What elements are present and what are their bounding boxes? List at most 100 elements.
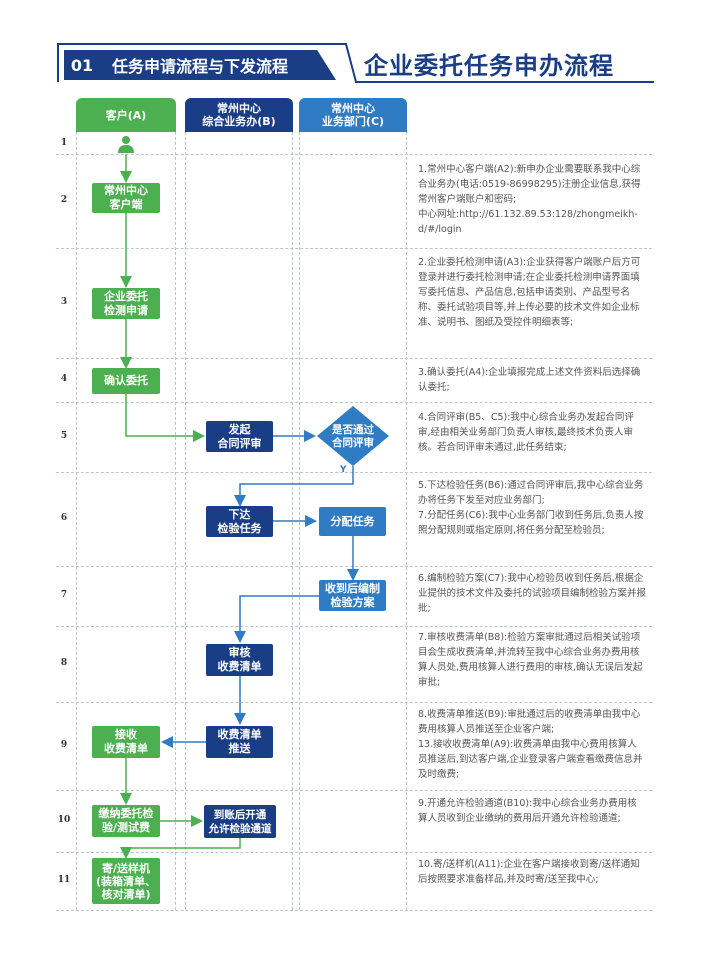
- description-text: 5.下达检验任务(B6):通过合同评审后,我中心综合业务办将任务下发至对应业务部…: [418, 480, 644, 506]
- header-frame: [57, 43, 654, 83]
- description-text: 中心网址:http://61.132.89.53:128/zhongmeikh-…: [418, 209, 638, 235]
- node-text: 缴纳委托检: [98, 807, 154, 820]
- row-number: 11: [57, 875, 71, 885]
- node-text: 允许检验通道: [208, 822, 272, 835]
- row-number: 9: [60, 740, 68, 750]
- node-text: 发起: [228, 422, 251, 436]
- row-number: 2: [60, 195, 68, 205]
- lane-header-office-line2: 综合业务办(B): [202, 115, 276, 128]
- node-issue-task: 下达 检验任务: [206, 506, 273, 537]
- section-title: 任务申请流程与下发流程: [100, 50, 336, 80]
- node-text: 检测申请: [104, 303, 148, 317]
- step-description-row-10: 9.开通允许检验通道(B10):我中心综合业务办费用核算人员收到企业缴纳的费用后…: [418, 796, 646, 826]
- description-text: 2.企业委托检测申请(A3):企业获得客户端账户后方可登录并进行委托检测申请;在…: [418, 257, 641, 328]
- node-text: 收费清单: [217, 728, 262, 741]
- decision-yes-label: Y: [340, 465, 347, 475]
- node-text: 分配任务: [330, 514, 375, 528]
- node-text: 下达: [228, 507, 251, 521]
- arrow-confirm-to-review: [125, 394, 205, 442]
- description-text: 9.开通允许检验通道(B10):我中心综合业务办费用核算人员收到企业缴纳的费用后…: [418, 798, 637, 824]
- lane-header-dept-line1: 常州中心: [331, 102, 375, 115]
- row-divider: [56, 626, 652, 627]
- row-divider: [56, 790, 652, 791]
- row-number: 6: [60, 513, 68, 523]
- description-text: 1.常州中心客户端(A2):新申办企业需要联系我中心综合业务办(电话:0519-…: [418, 164, 641, 205]
- row-number: 5: [60, 431, 68, 441]
- node-text: 确认委托: [104, 374, 148, 387]
- row-divider: [56, 852, 652, 853]
- step-description-row-9: 8.收费清单推送(B9):审批通过后的收费清单由我中心费用核算人员推送至企业客户…: [418, 707, 646, 782]
- row-divider: [56, 566, 652, 567]
- node-plan: 收到后编制 检验方案: [319, 580, 386, 611]
- row-divider: [56, 910, 652, 911]
- node-text: 推送: [228, 742, 251, 755]
- node-confirm: 确认委托: [92, 368, 160, 394]
- row-number: 7: [60, 590, 68, 600]
- page-title: 企业委托任务申办流程: [364, 51, 614, 80]
- node-text: 审核: [228, 646, 251, 659]
- arrow-decision-to-issue: [234, 466, 354, 507]
- node-push-bill: 收费清单 推送: [206, 726, 273, 758]
- node-text: (装箱清单、: [95, 874, 157, 888]
- row-divider: [56, 358, 652, 359]
- step-description-row-3: 2.企业委托检测申请(A3):企业获得客户端账户后方可登录并进行委托检测申请;在…: [418, 255, 646, 330]
- lane-header-dept-line2: 业务部门(C): [321, 115, 385, 128]
- person-icon: [118, 136, 134, 153]
- node-send-sample: 寄/送样机 (装箱清单、 核对清单): [92, 858, 160, 904]
- node-text: 常州中心: [104, 184, 148, 197]
- step-description-row-11: 10.寄/送样机(A11):企业在客户端接收到寄/送样通知后按照要求准备样品,并…: [418, 857, 646, 887]
- row-divider: [56, 402, 652, 403]
- step-description-row-6: 5.下达检验任务(B6):通过合同评审后,我中心综合业务办将任务下发至对应业务部…: [418, 478, 646, 538]
- row-number: 10: [57, 815, 71, 825]
- node-inspection-request: 企业委托 检测申请: [92, 288, 160, 319]
- node-pay: 缴纳委托检 验/测试费: [92, 805, 160, 837]
- node-contract-review: 发起 合同评审: [206, 421, 273, 452]
- node-review-bill: 审核 收费清单: [206, 644, 273, 676]
- description-text: 7.审核收费清单(B8):检验方案审批通过后相关试验项目会生成收费清单,并流转至…: [418, 632, 643, 688]
- node-decision-diamond: [317, 406, 389, 466]
- step-description-row-4: 3.确认委托(A4):企业填报完成上述文件资料后选择确认委托;: [418, 365, 646, 395]
- node-assign-task: 分配任务: [319, 507, 386, 536]
- node-text: 核对清单): [101, 887, 151, 901]
- node-client-portal: 常州中心 客户端: [92, 183, 160, 213]
- row-divider: [56, 702, 652, 703]
- node-open-channel: 到账后开通 允许检验通道: [204, 805, 276, 838]
- description-text: 13.接收收费清单(A9):收费清单由我中心费用核算人员推送后,到达客户端,企业…: [418, 739, 643, 780]
- node-text: 接收: [115, 728, 137, 741]
- step-description-row-5: 4.合同评审(B5、C5):我中心综合业务办发起合同评审,经由相关业务部门负责人…: [418, 410, 646, 455]
- node-text: 合同评审: [332, 437, 374, 449]
- lane-header-office-line1: 常州中心: [217, 102, 261, 115]
- node-text: 检验任务: [217, 521, 262, 535]
- lane-header-office: 常州中心 综合业务办(B): [185, 98, 293, 132]
- step-description-row-8: 7.审核收费清单(B8):检验方案审批通过后相关试验项目会生成收费清单,并流转至…: [418, 630, 646, 690]
- description-text: 3.确认委托(A4):企业填报完成上述文件资料后选择确认委托;: [418, 367, 641, 393]
- node-text: 收到后编制: [325, 581, 380, 595]
- arrow-channel-to-sample: [120, 838, 241, 859]
- lane-header-client: 客户(A): [76, 98, 176, 132]
- step-description-row-7: 6.编制检验方案(C7):我中心检验员收到任务后,根据企业提供的技术文件及委托的…: [418, 571, 646, 616]
- description-text: 10.寄/送样机(A11):企业在客户端接收到寄/送样通知后按照要求准备样品,并…: [418, 859, 640, 885]
- row-number: 4: [60, 374, 68, 384]
- node-text: 寄/送样机: [101, 861, 151, 875]
- node-text: 检验方案: [330, 595, 375, 609]
- node-text: 合同评审: [217, 436, 262, 450]
- row-number: 8: [60, 658, 68, 668]
- description-text: 4.合同评审(B5、C5):我中心综合业务办发起合同评审,经由相关业务部门负责人…: [418, 412, 634, 453]
- arrow-plan-to-review-bill: [234, 595, 319, 643]
- lane-header-dept: 常州中心 业务部门(C): [299, 98, 407, 132]
- node-text: 企业委托: [104, 289, 148, 303]
- node-text: 收费清单: [104, 742, 148, 755]
- row-divider: [56, 248, 652, 249]
- node-text: 到账后开通: [213, 808, 267, 821]
- step-description-row-2: 1.常州中心客户端(A2):新申办企业需要联系我中心综合业务办(电话:0519-…: [418, 162, 646, 237]
- node-text: 客户端: [109, 198, 143, 211]
- lane-client-body: [76, 132, 176, 910]
- description-text: 7.分配任务(C6):我中心业务部门收到任务后,负责人按照分配规则或指定原则,将…: [418, 510, 644, 536]
- row-number: 3: [60, 297, 68, 307]
- description-text: 8.收费清单推送(B9):审批通过后的收费清单由我中心费用核算人员推送至企业客户…: [418, 709, 641, 735]
- description-text: 6.编制检验方案(C7):我中心检验员收到任务后,根据企业提供的技术文件及委托的…: [418, 573, 647, 614]
- row-divider: [56, 154, 652, 155]
- section-number-badge: 01: [64, 50, 100, 80]
- row-number: 1: [60, 138, 68, 148]
- node-text: 收费清单: [217, 660, 262, 673]
